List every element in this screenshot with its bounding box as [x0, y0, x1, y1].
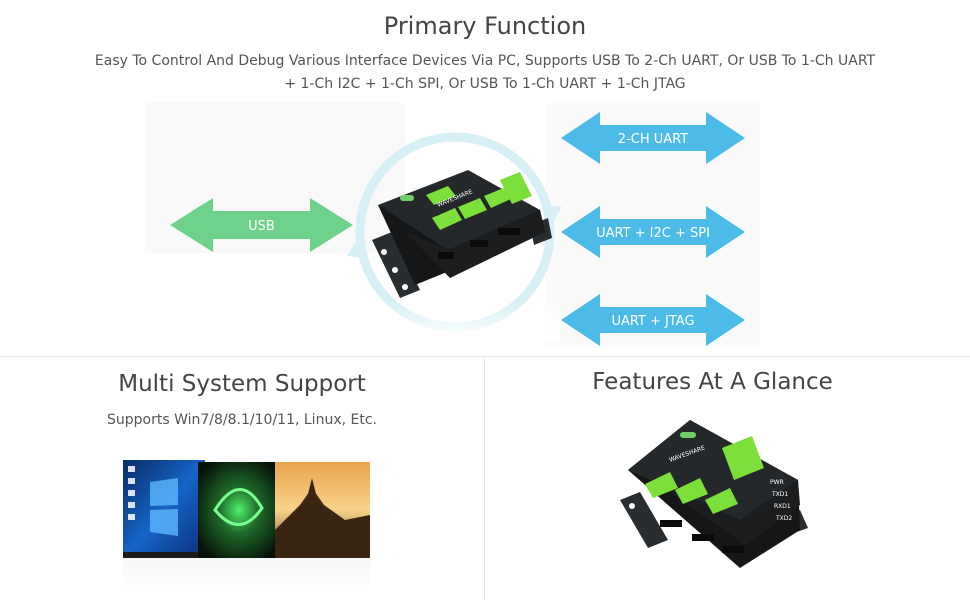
description-line-1: Easy To Control And Debug Various Interf… — [94, 53, 876, 69]
usb-arrow: USB — [170, 198, 353, 252]
multi-system-title: Multi System Support — [118, 371, 366, 397]
multi-system-description: Supports Win7/8/8.1/10/11, Linux, Etc. — [107, 412, 377, 428]
uart-jtag-label: UART + JTAG — [611, 314, 694, 329]
primary-function-title: Primary Function — [383, 12, 587, 40]
section-divider-horizontal — [0, 356, 970, 357]
uart-jtag-arrow: UART + JTAG — [561, 294, 745, 346]
led-label-pwr: PWR — [770, 479, 784, 486]
uart-i2c-spi-label: UART + I2C + SPI — [596, 226, 710, 241]
linux-screen — [198, 462, 280, 558]
windows-screen — [123, 460, 205, 558]
converter-device-image: WAVESHARE — [372, 170, 552, 298]
uart2-label: 2-CH UART — [618, 132, 688, 147]
led-label-txd2: TXD2 — [775, 515, 792, 522]
uart2-arrow: 2-CH UART — [561, 112, 745, 164]
os-screens-image — [123, 460, 370, 593]
section-divider-vertical — [484, 357, 485, 600]
primary-function-description: Easy To Control And Debug Various Interf… — [60, 50, 910, 96]
features-title: Features At A Glance — [592, 369, 833, 395]
led-label-rxd1: RXD1 — [774, 503, 791, 510]
usb-label: USB — [248, 219, 275, 234]
description-line-2: + 1-Ch I2C + 1-Ch SPI, Or USB To 1-Ch UA… — [284, 76, 686, 92]
uart-i2c-spi-arrow: UART + I2C + SPI — [561, 206, 745, 258]
led-label-txd1: TXD1 — [771, 491, 788, 498]
features-device-image: WAVESHARE PWR TXD1 RXD1 TXD2 — [620, 420, 808, 568]
